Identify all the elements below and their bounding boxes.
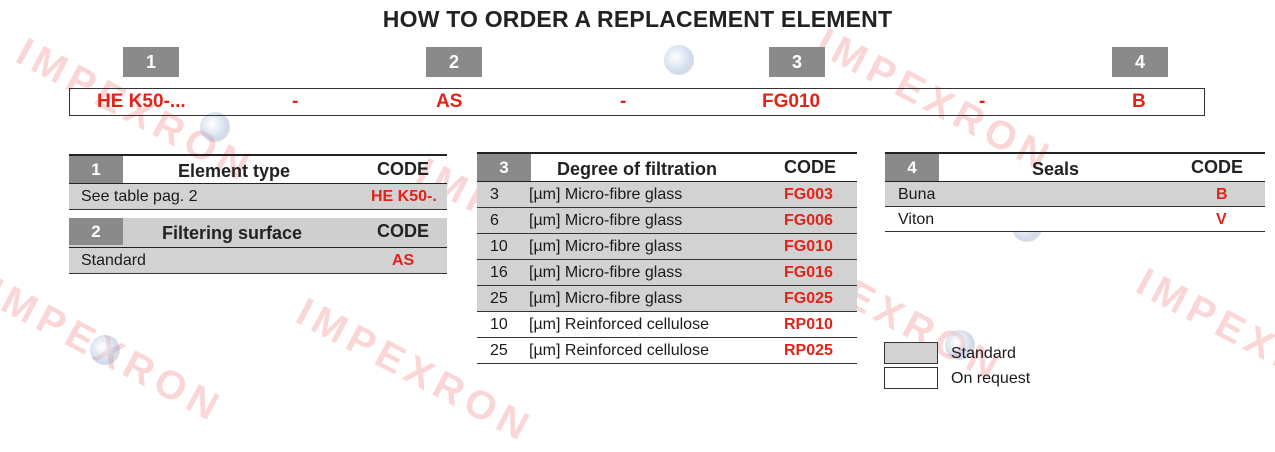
row-label: Viton (898, 211, 935, 228)
filtering-surface-heading: Filtering surface (162, 223, 303, 243)
row-label: See table pag. 2 (81, 188, 198, 205)
row-code: B (1216, 186, 1228, 203)
table-row: 3 [µm] Micro-fibre glass FG003 (477, 182, 857, 208)
table-row: 6 [µm] Micro-fibre glass FG006 (477, 208, 857, 234)
order-code-separator: - (620, 91, 627, 112)
order-code-filtering-surface: AS (436, 91, 463, 112)
row-label: [µm] Micro-fibre glass (529, 186, 683, 203)
row-label: Buna (898, 186, 936, 203)
legend-on-request-swatch (884, 367, 938, 389)
row-code: FG006 (784, 212, 833, 229)
legend-on-request-label: On request (951, 370, 1031, 387)
row-code: RP010 (784, 316, 833, 333)
order-code-seals: B (1132, 91, 1146, 112)
filtering-surface-header: 2 Filtering surface CODE (69, 218, 447, 248)
table-row: 10 [µm] Micro-fibre glass FG010 (477, 234, 857, 260)
row-label: [µm] Micro-fibre glass (529, 290, 683, 307)
order-code-separator: - (979, 91, 986, 112)
row-label: [µm] Micro-fibre glass (529, 264, 683, 281)
seals-code-heading: CODE (1191, 157, 1244, 177)
filtering-surface-code-heading: CODE (377, 221, 430, 241)
element-type-header: 1 Element type CODE (69, 154, 447, 184)
watermark-logo-icon (90, 335, 120, 365)
order-code-filtration: FG010 (762, 91, 821, 112)
row-value: 10 (490, 316, 508, 333)
row-code: FG025 (784, 290, 833, 307)
filtering-surface-number: 2 (69, 218, 123, 245)
table-row: See table pag. 2 HE K50-. (69, 184, 447, 210)
filtration-code-heading: CODE (784, 157, 837, 177)
seals-header: 4 Seals CODE (885, 152, 1265, 182)
row-value: 6 (490, 212, 499, 229)
filtration-number: 3 (477, 154, 531, 181)
table-row: Buna B (885, 182, 1265, 207)
row-code: FG010 (784, 238, 833, 255)
row-value: 25 (490, 342, 508, 359)
table-row: 10 [µm] Reinforced cellulose RP010 (477, 312, 857, 338)
table-row: Viton V (885, 207, 1265, 232)
row-value: 3 (490, 186, 499, 203)
row-label: [µm] Reinforced cellulose (529, 316, 709, 333)
table-row: Standard AS (69, 248, 447, 274)
legend-standard-swatch (884, 342, 938, 364)
order-code-element-type: HE K50-... (97, 91, 186, 112)
seals-number: 4 (885, 154, 939, 181)
page-title: HOW TO ORDER A REPLACEMENT ELEMENT (382, 6, 893, 32)
watermark-logo-icon (664, 45, 694, 75)
filtering-surface-table: 2 Filtering surface CODE Standard AS (69, 218, 447, 274)
element-type-number: 1 (69, 156, 123, 183)
step-number-2: 2 (426, 47, 482, 77)
row-label: Standard (81, 252, 146, 269)
row-code: FG003 (784, 186, 833, 203)
filtration-heading: Degree of filtration (557, 159, 718, 179)
table-row: 25 [µm] Micro-fibre glass FG025 (477, 286, 857, 312)
table-row: 16 [µm] Micro-fibre glass FG016 (477, 260, 857, 286)
step-number-1: 1 (123, 47, 179, 77)
seals-heading: Seals (1032, 159, 1080, 179)
watermark: IMPEXRON (0, 270, 231, 432)
table-row: 25 [µm] Reinforced cellulose RP025 (477, 338, 857, 364)
row-code: RP025 (784, 342, 833, 359)
row-value: 10 (490, 238, 508, 255)
row-code: HE K50-. (371, 188, 437, 205)
seals-table: 4 Seals CODE Buna B Viton V (885, 152, 1265, 232)
watermark-logo-icon (200, 112, 230, 142)
step-number-4: 4 (1112, 47, 1168, 77)
degree-of-filtration-table: 3 Degree of filtration CODE 3 [µm] Micro… (477, 152, 857, 364)
element-type-heading: Element type (178, 161, 291, 181)
filtration-header: 3 Degree of filtration CODE (477, 152, 857, 182)
legend-standard-label: Standard (951, 345, 1016, 362)
row-value: 25 (490, 290, 508, 307)
row-value: 16 (490, 264, 508, 281)
row-label: [µm] Reinforced cellulose (529, 342, 709, 359)
order-code-bar: HE K50-... - AS - FG010 - B (69, 88, 1205, 116)
watermark: IMPEXRON (1129, 260, 1275, 422)
row-label: [µm] Micro-fibre glass (529, 212, 683, 229)
row-code: FG016 (784, 264, 833, 281)
step-number-3: 3 (769, 47, 825, 77)
row-label: [µm] Micro-fibre glass (529, 238, 683, 255)
element-type-table: 1 Element type CODE See table pag. 2 HE … (69, 154, 447, 210)
row-code: V (1216, 211, 1227, 228)
element-type-code-heading: CODE (377, 159, 430, 179)
row-code: AS (392, 252, 415, 269)
order-code-separator: - (292, 91, 299, 112)
